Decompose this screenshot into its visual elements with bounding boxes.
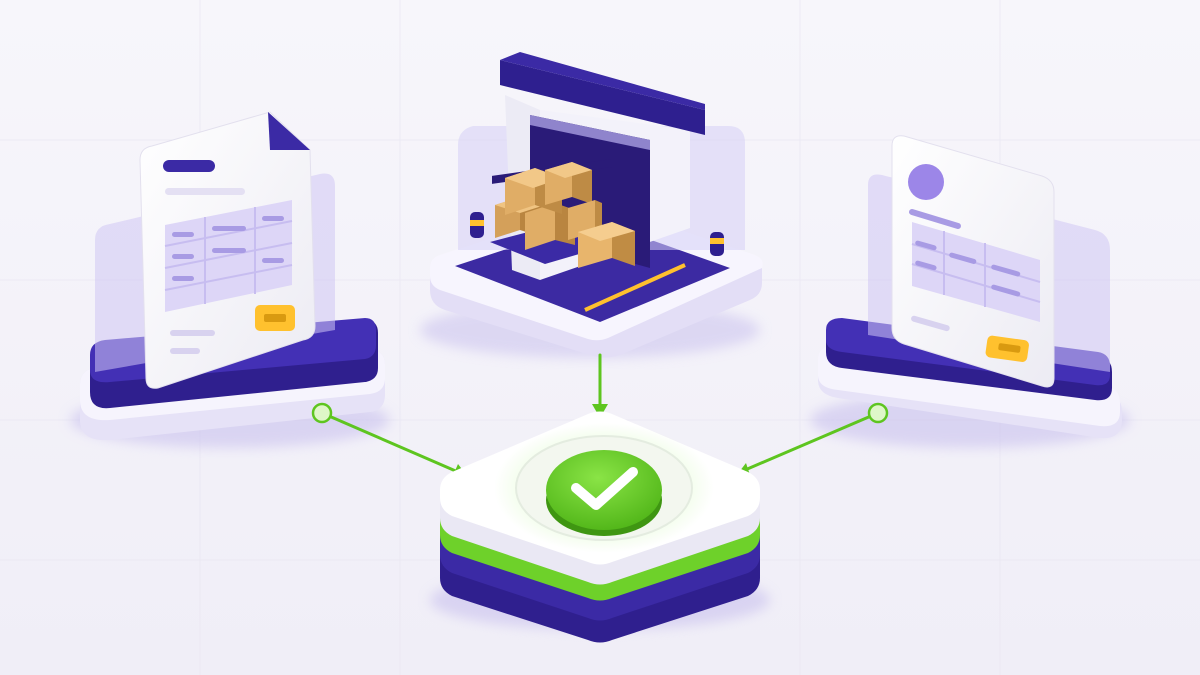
boxes	[495, 162, 635, 268]
connector-dots	[311, 402, 889, 424]
purchase-order-document-icon	[891, 135, 1055, 388]
edge-left-to-check	[320, 411, 460, 474]
invoice-document-icon	[139, 111, 316, 389]
warehouse-goods-received-icon	[470, 52, 724, 280]
arrowhead-center	[592, 404, 608, 418]
node-verification	[430, 411, 770, 643]
node-document-left	[70, 111, 390, 448]
connectors	[320, 353, 880, 474]
edge-right-to-check	[743, 411, 880, 472]
node-document-right	[810, 135, 1130, 448]
check-icon	[546, 450, 662, 530]
avatar-circle	[908, 164, 944, 200]
node-warehouse	[420, 52, 763, 358]
